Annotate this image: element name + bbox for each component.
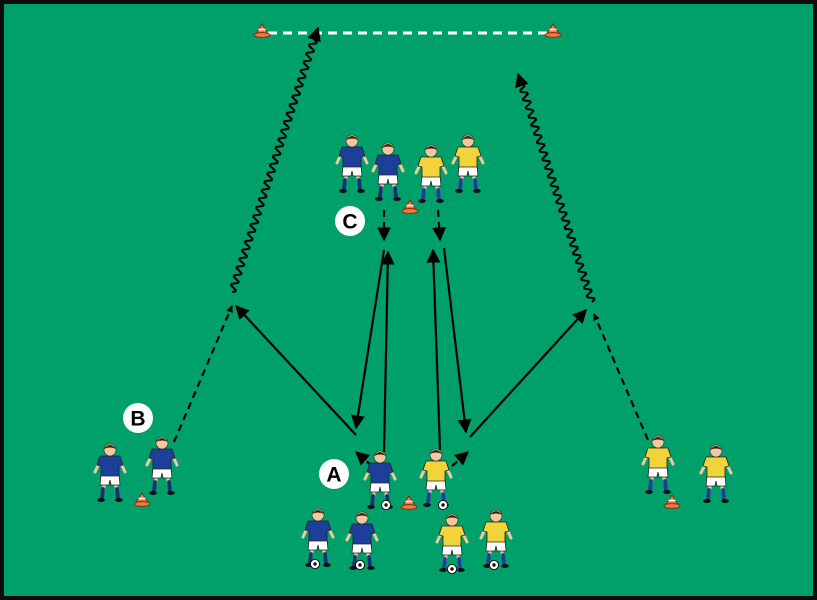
player-b2-blue-icon bbox=[145, 436, 179, 495]
pass-c-to-a-right-arrow bbox=[442, 247, 472, 434]
player-b4-yellow-icon bbox=[699, 444, 733, 503]
player-a1-blue-icon bbox=[363, 450, 397, 511]
label-b: B bbox=[130, 408, 145, 431]
run-left-dashed-arrow bbox=[172, 305, 234, 443]
player-c2-blue-icon bbox=[371, 142, 405, 201]
dribble-right-arrow-head bbox=[515, 72, 529, 89]
player-c1-blue-icon bbox=[335, 134, 369, 193]
movement-arrows bbox=[172, 26, 650, 467]
player-queue-blue-1-icon bbox=[301, 508, 335, 570]
player-queue-blue-2-icon-ball-icon bbox=[354, 559, 366, 571]
player-c4-yellow-icon bbox=[451, 134, 485, 193]
pass-a-to-c-right-arrow bbox=[426, 248, 442, 451]
player-queue-yellow-2-icon-ball-icon bbox=[488, 559, 500, 571]
dribble-right-arrow bbox=[518, 84, 596, 303]
cone-goal-left-icon bbox=[253, 23, 271, 38]
player-queue-blue-2-icon bbox=[345, 511, 379, 571]
label-a-marker: A bbox=[319, 459, 349, 489]
players bbox=[93, 134, 733, 575]
player-a1-blue-icon-ball-icon bbox=[380, 499, 392, 511]
player-queue-yellow-2-icon bbox=[479, 509, 513, 571]
cone-right-icon bbox=[663, 494, 681, 509]
check-c-right-arrow bbox=[432, 209, 447, 242]
cone-center-bottom-icon bbox=[400, 495, 418, 510]
cone-left-icon bbox=[133, 492, 151, 507]
player-a2-yellow-icon bbox=[419, 448, 453, 511]
cone-center-top-icon bbox=[401, 199, 419, 214]
label-a: A bbox=[326, 464, 341, 487]
check-a-left-arrow bbox=[354, 451, 373, 467]
label-b-marker: B bbox=[123, 403, 153, 433]
cone-goal-right-icon bbox=[544, 23, 562, 38]
player-c3-yellow-icon bbox=[414, 144, 448, 203]
pass-a-to-c-left-arrow bbox=[380, 250, 395, 453]
player-a2-yellow-icon-ball-icon bbox=[437, 499, 449, 511]
player-queue-yellow-1-icon bbox=[435, 513, 469, 575]
label-c-marker: C bbox=[335, 206, 365, 236]
dribble-left-arrow-head bbox=[307, 26, 321, 43]
pass-left-diagonal-arrow bbox=[235, 304, 357, 436]
run-right-dashed-arrow bbox=[592, 313, 650, 441]
player-b1-blue-icon bbox=[93, 443, 127, 502]
check-a-right-arrow bbox=[451, 451, 470, 467]
dribble-left-arrow bbox=[229, 38, 318, 293]
label-c: C bbox=[342, 211, 357, 234]
pass-right-diagonal-arrow bbox=[469, 308, 587, 438]
player-queue-blue-1-icon-ball-icon bbox=[309, 558, 321, 570]
player-b3-yellow-icon bbox=[641, 435, 675, 494]
cones bbox=[133, 23, 681, 510]
pass-c-to-a-left-arrow bbox=[351, 249, 386, 430]
player-queue-yellow-1-icon-ball-icon bbox=[446, 563, 458, 575]
